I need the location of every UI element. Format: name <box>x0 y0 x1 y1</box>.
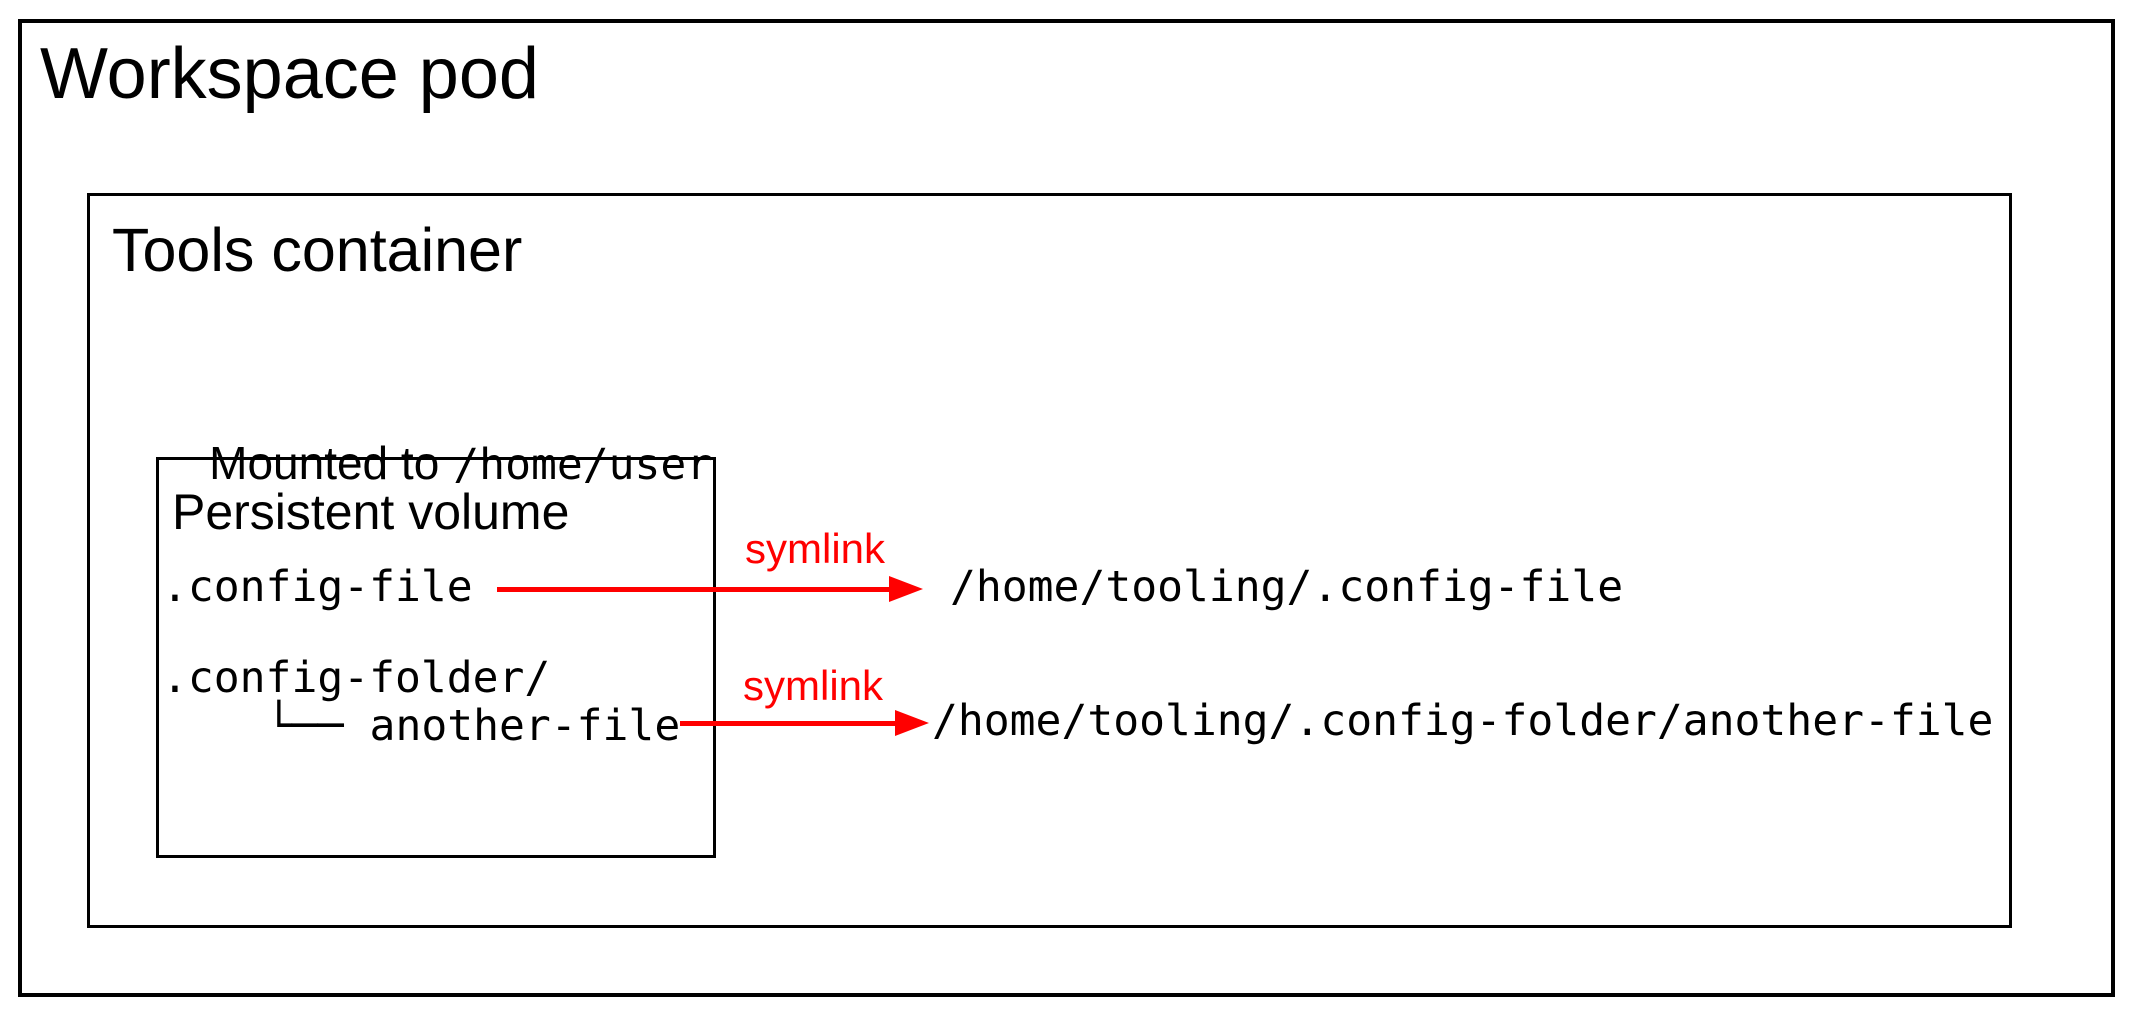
symlink-arrow-head-1 <box>889 576 923 602</box>
symlink-label-1: symlink <box>745 525 886 572</box>
pv-entry-config-file: .config-file <box>162 562 473 612</box>
symlink-label-2: symlink <box>743 662 884 709</box>
mount-caption: Mounted to/home/user <box>158 394 712 533</box>
symlink-arrow-line-2 <box>680 721 895 726</box>
symlink-target-2: /home/tooling/.config-folder/another-fil… <box>932 696 1994 746</box>
pv-entry-config-folder: .config-folder/ <box>162 653 551 703</box>
workspace-pod-title: Workspace pod <box>40 34 539 114</box>
symlink-arrow-line-1 <box>497 587 889 592</box>
mount-caption-label: Mounted to <box>209 437 440 489</box>
pv-entry-tree-branch: └── another-file <box>266 701 681 751</box>
tools-container-title: Tools container <box>112 216 523 284</box>
tools-container-box <box>87 193 2012 928</box>
workspace-pod-box <box>18 19 2115 997</box>
persistent-volume-box <box>156 457 716 858</box>
symlink-target-1: /home/tooling/.config-file <box>950 562 1624 612</box>
symlink-arrow-head-2 <box>895 710 929 736</box>
mount-caption-path: /home/user <box>453 440 713 490</box>
persistent-volume-title: Persistent volume <box>172 484 570 540</box>
